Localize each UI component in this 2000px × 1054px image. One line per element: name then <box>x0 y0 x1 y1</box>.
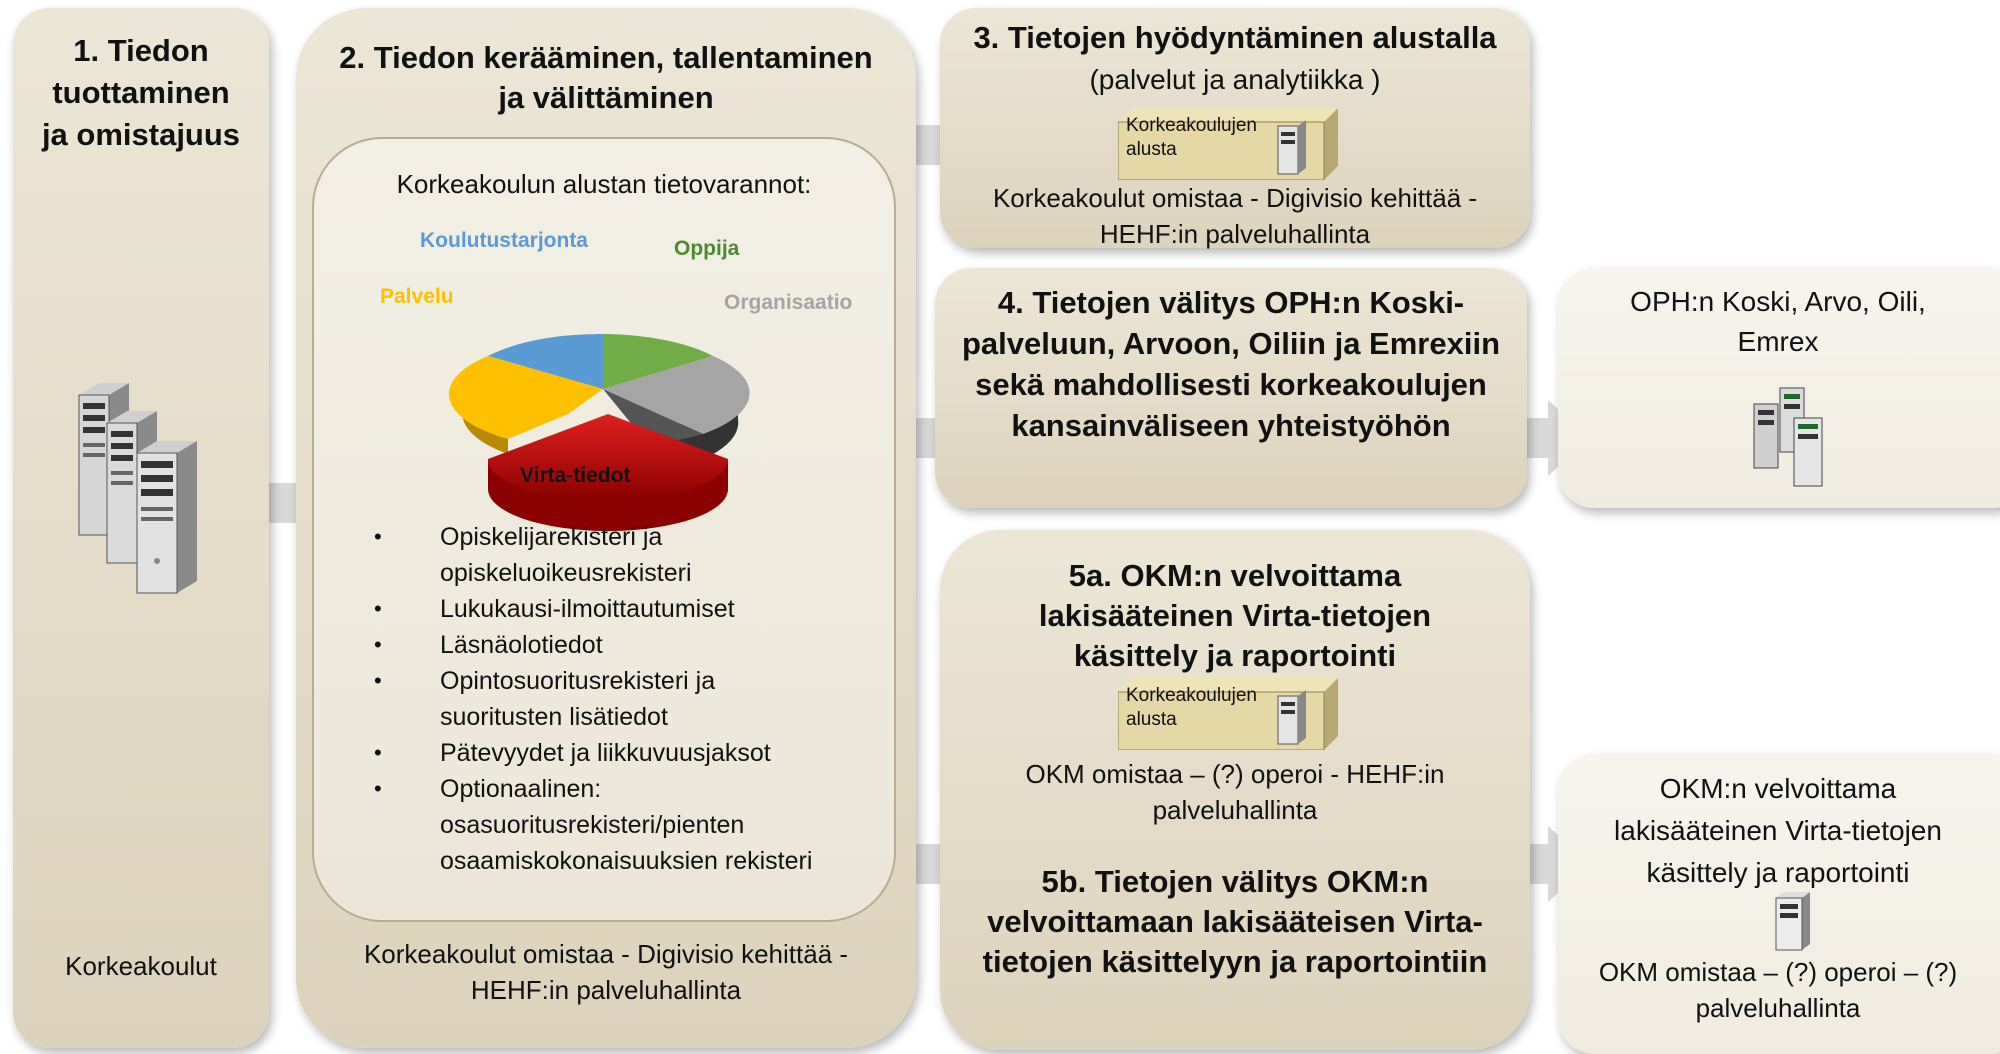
panel-okm-reporting: 5a. OKM:n velvoittama lakisääteinen Virt… <box>940 530 1530 1050</box>
panel-title: 1. Tiedon tuottaminen ja omistajuus <box>13 30 269 156</box>
pie-label-palvelu: Palvelu <box>380 285 454 308</box>
panel-text: OPH:n Koski, Arvo, Oili, Emrex <box>1528 282 2000 362</box>
footer-line: palveluhallinta <box>1695 993 1861 1023</box>
server-icon <box>1775 892 1810 951</box>
panel-owner-text: OKM omistaa – (?) operoi - HEHF:in palve… <box>940 756 1530 828</box>
pie-chart-3d <box>448 333 750 531</box>
title-line: kansainväliseen yhteistyöhön <box>1011 408 1451 443</box>
server-label: Korkeakoulujen alusta <box>1126 115 1257 160</box>
footer-line: OKM omistaa – (?) operoi – (?) <box>1598 957 1958 987</box>
title-line: 4. Tietojen välitys OPH:n Koski- <box>997 285 1465 320</box>
title-line: palveluun, Arvoon, Oiliin ja Emrexiin <box>961 326 1501 361</box>
data-store-list: Opiskelijarekisteri jaopiskeluoikeusreki… <box>374 519 872 879</box>
text-line: OPH:n Koski, Arvo, Oili, <box>1630 286 1926 317</box>
pie-slice-virta <box>488 414 728 501</box>
server-label: Korkeakoulujen alusta <box>1126 685 1257 730</box>
text-line: OKM:n velvoittama <box>1659 773 1897 804</box>
list-item: Optionaalinen:osasuoritusrekisteri/pient… <box>374 771 872 879</box>
owner-line: OKM omistaa – (?) operoi - HEHF:in <box>1025 759 1445 789</box>
pie-slice-koulutustarjonta <box>488 333 603 389</box>
title-line: ja välittäminen <box>498 80 714 115</box>
pie-slice-palvelu <box>448 356 603 439</box>
title-line: tietojen käsittelyyn ja raportointiin <box>982 944 1488 979</box>
panel-title: 3. Tietojen hyödyntäminen alustalla <box>973 20 1497 55</box>
panel-title-5b: 5b. Tietojen välitys OKM:n velvoittamaan… <box>940 862 1530 982</box>
panel-subtitle: (palvelut ja analytiikka ) <box>1089 64 1381 95</box>
platform-server-box: Korkeakoulujen alusta <box>1118 678 1338 750</box>
pie-label-virta: Virta-tiedot <box>520 464 631 487</box>
title-line: 1. Tiedon <box>73 33 209 68</box>
text-line: käsittely ja raportointi <box>1646 857 1910 888</box>
title-line: velvoittamaan lakisääteisen Virta- <box>987 904 1483 939</box>
title-line: lakisääteinen Virta-tietojen <box>1038 598 1432 633</box>
inner-data-stores-box: Korkeakoulun alustan tietovarannot: Koul… <box>312 137 896 922</box>
title-line: sekä mahdollisesti korkeakoulujen <box>975 367 1487 402</box>
inner-heading: Korkeakoulun alustan tietovarannot: <box>396 169 812 199</box>
list-item: Pätevyydet ja liikkuvuusjaksot <box>374 735 872 771</box>
pie-label-organisaatio: Organisaatio <box>724 291 853 314</box>
panel-text: OKM:n velvoittama lakisääteinen Virta-ti… <box>1528 768 2000 894</box>
pie-slice-organisaatio <box>603 356 750 434</box>
panel-oph-services: OPH:n Koski, Arvo, Oili, Emrex <box>1558 268 2000 508</box>
panel-oph-transfer: 4. Tietojen välitys OPH:n Koski- palvelu… <box>935 268 1527 508</box>
owner-line: palveluhallinta <box>1152 795 1318 825</box>
list-item: Läsnäolotiedot <box>374 627 872 663</box>
platform-server-box: Korkeakoulujen alusta <box>1118 108 1338 180</box>
panel-footer: Korkeakoulut omistaa - Digivisio kehittä… <box>940 180 1530 252</box>
title-line: käsittely ja raportointi <box>1073 638 1397 673</box>
list-item: Lukukausi-ilmoittautumiset <box>374 591 872 627</box>
panel-data-utilization: 3. Tietojen hyödyntäminen alustalla (pal… <box>940 8 1530 249</box>
panel-title: 4. Tietojen välitys OPH:n Koski- palvelu… <box>935 282 1527 446</box>
pie-label-koulutustarjonta: Koulutustarjonta <box>420 229 588 252</box>
footer-line: Korkeakoulut omistaa - Digivisio kehittä… <box>992 183 1478 213</box>
title-line: 5b. Tietojen välitys OKM:n <box>1041 864 1429 899</box>
panel-title: 2. Tiedon kerääminen, tallentaminen ja v… <box>296 38 916 118</box>
server-stack-icon <box>78 383 197 594</box>
server-icon <box>1277 690 1306 745</box>
panel-footer: OKM omistaa – (?) operoi – (?) palveluha… <box>1528 954 2000 1026</box>
panel-footer: Korkeakoulut omistaa - Digivisio kehittä… <box>296 936 916 1008</box>
server-icon <box>1277 120 1306 175</box>
panel-title-5a: 5a. OKM:n velvoittama lakisääteinen Virt… <box>940 556 1530 676</box>
pie-slice-oppija <box>603 334 713 389</box>
text-line: lakisääteinen Virta-tietojen <box>1614 815 1942 846</box>
footer-line: HEHF:in palveluhallinta <box>1099 219 1371 249</box>
server-group-icon <box>1753 387 1823 487</box>
panel-data-production: 1. Tiedon tuottaminen ja omistajuus Kor <box>13 8 269 1048</box>
panel-okm-processing: OKM:n velvoittama lakisääteinen Virta-ti… <box>1558 754 2000 1054</box>
pie-label-oppija: Oppija <box>674 237 740 260</box>
title-line: ja omistajuus <box>41 117 241 152</box>
title-line: tuottaminen <box>52 75 230 110</box>
list-item: Opiskelijarekisteri jaopiskeluoikeusreki… <box>374 519 872 591</box>
title-line: 2. Tiedon kerääminen, tallentaminen <box>339 40 873 75</box>
text-line: Emrex <box>1737 326 1819 357</box>
footer-line: Korkeakoulut omistaa - Digivisio kehittä… <box>363 939 849 969</box>
footer-line: HEHF:in palveluhallinta <box>470 975 742 1005</box>
panel-footer: Korkeakoulut <box>65 951 217 981</box>
title-line: 5a. OKM:n velvoittama <box>1068 558 1402 593</box>
